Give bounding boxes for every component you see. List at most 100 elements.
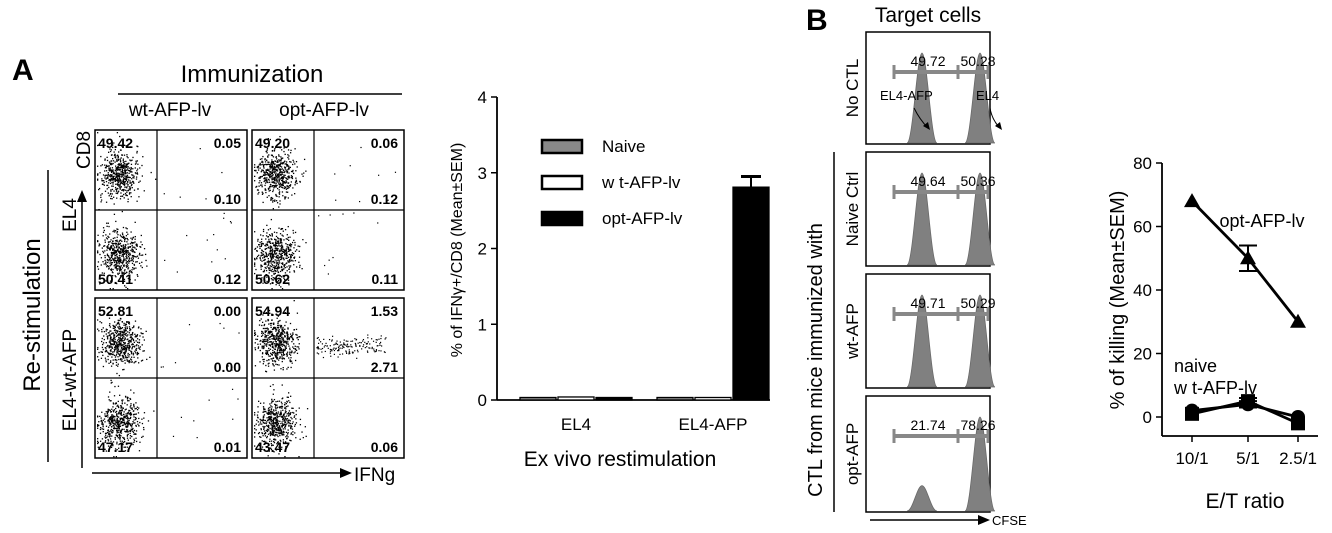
bar-category-label: EL4 xyxy=(561,415,591,434)
cfse-axis-label: CFSE xyxy=(992,513,1027,528)
peak-el4-afp xyxy=(906,485,938,512)
bar-1-0 xyxy=(557,396,595,401)
immunization-title: Immunization xyxy=(181,61,324,88)
line-label-naive: naive xyxy=(1174,356,1217,376)
row-label-el4-wt-afp: EL4-wt-AFP xyxy=(60,329,81,431)
bar-1-1 xyxy=(694,396,732,401)
restimulation-title: Re-stimulation xyxy=(19,238,46,391)
bar-y-axis-label: % of IFNγ+/CD8 (Mean±SEM) xyxy=(449,143,466,358)
peak-tag-el4: EL4 xyxy=(976,88,999,103)
point-2-0 xyxy=(1185,406,1199,421)
line-marks xyxy=(1184,193,1306,431)
peak-el4 xyxy=(964,416,996,512)
line-y-tick-label: 20 xyxy=(1133,345,1152,364)
line-y-tick-label: 60 xyxy=(1133,218,1152,237)
histogram-row-label: opt-AFP xyxy=(843,423,862,485)
histogram-row-label: No CTL xyxy=(843,59,862,118)
ctl-side-label: CTL from mice immunized with xyxy=(805,223,827,497)
quadrant-value-tr: 0.05 xyxy=(214,135,241,151)
quadrant-value-br: 0.01 xyxy=(214,439,241,455)
point-0-1 xyxy=(1240,250,1256,265)
line-y-tick-label: 80 xyxy=(1133,154,1152,173)
bar-category-label: EL4-AFP xyxy=(679,415,748,434)
bar-y-tick-label: 2 xyxy=(478,240,487,259)
bar-0-0 xyxy=(519,396,557,401)
bar-x-axis-label: Ex vivo restimulation xyxy=(524,448,717,471)
bar-2-1 xyxy=(732,186,770,401)
panel-a-label: A xyxy=(12,54,34,87)
ifng-axis-label: IFNg xyxy=(354,465,395,486)
quadrant-value-mid: 0.12 xyxy=(371,191,398,207)
bar-legend: Naive w t-AFP-lv opt-AFP-lv xyxy=(540,137,683,228)
peak-el4 xyxy=(964,172,996,266)
gate-right-percent: 50.28 xyxy=(960,53,995,69)
legend-label-0: Naive xyxy=(602,137,645,156)
quadrant-value-tl: 49.42 xyxy=(98,135,133,151)
flow-dots xyxy=(97,314,240,458)
quadrant-value-tr: 0.06 xyxy=(371,135,398,151)
quadrant-value-tl: 52.81 xyxy=(98,303,133,319)
point-2-2 xyxy=(1291,416,1305,431)
peak-el4-afp xyxy=(906,52,938,144)
point-0-2 xyxy=(1290,313,1306,328)
line-x-tick-label: 5/1 xyxy=(1236,449,1260,468)
gate-right-percent: 50.29 xyxy=(960,295,995,311)
tag-arrow-head xyxy=(995,122,1002,130)
cd8-arrow-head xyxy=(77,190,87,202)
legend-swatch-0 xyxy=(540,138,584,155)
line-x-tick-label: 2.5/1 xyxy=(1279,449,1317,468)
col-header-opt: opt-AFP-lv xyxy=(279,100,369,121)
line-y-tick-label: 0 xyxy=(1143,408,1152,427)
quadrant-value-bl: 50.41 xyxy=(98,271,133,287)
bar-y-tick-label: 0 xyxy=(478,391,487,410)
quadrant-value-mid: 2.71 xyxy=(371,359,398,375)
line-x-axis-label: E/T ratio xyxy=(1206,490,1285,513)
point-0-0 xyxy=(1184,193,1200,208)
quadrant-value-tl: 49.20 xyxy=(255,135,290,151)
quadrant-value-br: 0.06 xyxy=(371,439,398,455)
legend-label-1: w t-AFP-lv xyxy=(601,173,681,192)
gate-left-percent: 49.72 xyxy=(910,53,945,69)
legend-swatch-1 xyxy=(540,174,584,191)
quadrant-value-mid: 0.00 xyxy=(214,359,241,375)
quadrant-value-tr: 1.53 xyxy=(371,303,398,319)
ifng-arrow-head xyxy=(340,468,352,478)
target-cells-title: Target cells xyxy=(875,4,981,27)
bar-0-1 xyxy=(656,396,694,401)
gate-right-percent: 50.36 xyxy=(960,173,995,189)
flow-dots xyxy=(254,300,387,458)
bar-y-tick-label: 3 xyxy=(478,164,487,183)
cd8-axis-label: CD8 xyxy=(74,131,95,169)
bar-2-0 xyxy=(595,396,633,401)
tag-arrow-head xyxy=(923,122,930,130)
histogram-row-label: wt-AFP xyxy=(843,303,862,360)
gate-left-percent: 21.74 xyxy=(910,417,945,433)
line-label-wt: w t-AFP-lv xyxy=(1173,378,1257,398)
legend-label-2: opt-AFP-lv xyxy=(602,209,683,228)
quadrant-value-bl: 47.17 xyxy=(98,439,133,455)
quadrant-value-bl: 43.47 xyxy=(255,439,290,455)
line-label-opt: opt-AFP-lv xyxy=(1219,211,1304,231)
histogram-row-label: Naive Ctrl xyxy=(843,172,862,247)
quadrant-value-bl: 50.62 xyxy=(255,271,290,287)
row-label-el4: EL4 xyxy=(60,198,81,232)
bar-marks xyxy=(519,175,770,401)
point-2-1 xyxy=(1241,394,1255,409)
legend-swatch-2 xyxy=(540,210,584,227)
killing-line-chart: % of killing (Mean±SEM) E/T ratio 020406… xyxy=(1107,154,1318,513)
bar-y-tick-label: 4 xyxy=(478,88,487,107)
peak-el4-afp xyxy=(906,172,938,266)
col-header-wt: wt-AFP-lv xyxy=(128,100,212,121)
quadrant-value-mid: 0.10 xyxy=(214,191,241,207)
peak-tag-el4-afp: EL4-AFP xyxy=(880,88,933,103)
panel-b-label: B xyxy=(806,4,828,37)
